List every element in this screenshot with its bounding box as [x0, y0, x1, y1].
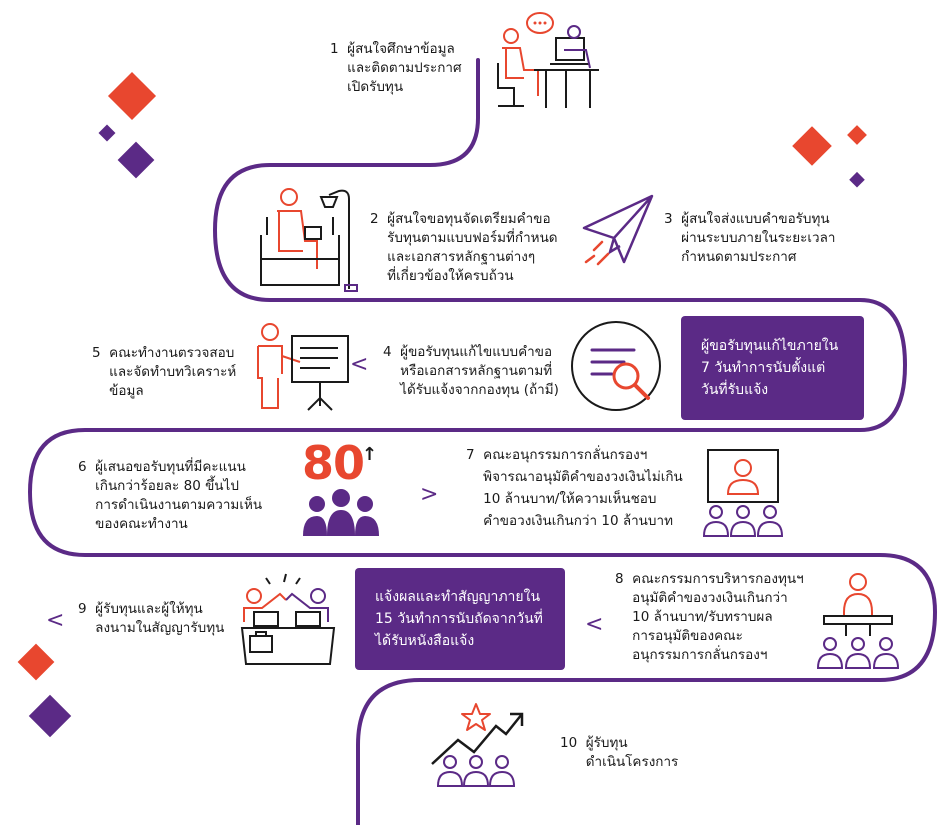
- step-6-text: 6 ผู้เสนอขอรับทุนที่มีคะแนน เกินกว่าร้อย…: [78, 459, 263, 532]
- chat-bubble-icon: [526, 12, 554, 34]
- step-10-text: 10 ผู้รับทุน ดำเนินโครงการ: [560, 735, 679, 770]
- note-correction-deadline: ผู้ขอรับทุนแก้ไขภายใน 7 วันทำการนับตั้งแ…: [681, 316, 864, 420]
- arrow-right-7: >: [420, 482, 439, 507]
- paper-plane-icon: [582, 194, 654, 266]
- score-80: 80: [302, 436, 365, 490]
- note-contract-deadline: แจ้งผลและทำสัญญาภายใน 15 วันทำการนับถัดจ…: [355, 568, 565, 670]
- arrow-left-5: <: [350, 352, 369, 377]
- presentation-board-icon: [257, 323, 349, 411]
- study-desk-icon: [497, 12, 599, 108]
- decor-diamonds-left: [98, 71, 157, 179]
- committee-meeting-icon: [816, 573, 900, 669]
- decor-diamonds-bottom: [17, 643, 72, 738]
- step-7-text: 7 คณะอนุกรรมการกลั่นกรองฯ พิจารณาอนุมัติ…: [466, 447, 683, 529]
- decor-diamonds-right: [792, 125, 867, 188]
- reading-chair-icon: [260, 188, 358, 292]
- step-1-text: 1 ผู้สนใจศึกษาข้อมูล และติดตามประกาศ เปิ…: [330, 41, 462, 95]
- growth-chart-icon: [431, 703, 524, 787]
- arrow-left-8: <: [585, 612, 604, 637]
- step-9-text: 9 ผู้รับทุนและผู้ให้ทุน ลงนามในสัญญารับท…: [78, 601, 225, 636]
- score-up-arrow: ↑: [362, 444, 378, 465]
- step-8-text: 8 คณะกรรมการบริหารกองทุนฯ อนุมัติคำของวง…: [615, 571, 804, 663]
- step-2-text: 2 ผู้สนใจขอทุนจัดเตรียมคำขอ รับทุนตามแบบ…: [370, 211, 558, 284]
- arrow-left-9: <: [46, 608, 65, 633]
- group-score-icon: [303, 489, 379, 536]
- step-3-text: 3 ผู้สนใจส่งแบบคำขอรับทุน ผ่านระบบภายในร…: [664, 211, 836, 265]
- star-icon: [461, 703, 491, 731]
- video-conference-icon: [702, 449, 784, 537]
- handshake-signing-icon: [240, 573, 336, 665]
- step-4-text: 4 ผู้ขอรับทุนแก้ไขแบบคำขอ หรือเอกสารหลัก…: [383, 344, 559, 398]
- step-5-text: 5 คณะทำงานตรวจสอบ และจัดทำบทวิเคราะห์ ข้…: [92, 345, 237, 399]
- document-search-icon: [571, 321, 661, 411]
